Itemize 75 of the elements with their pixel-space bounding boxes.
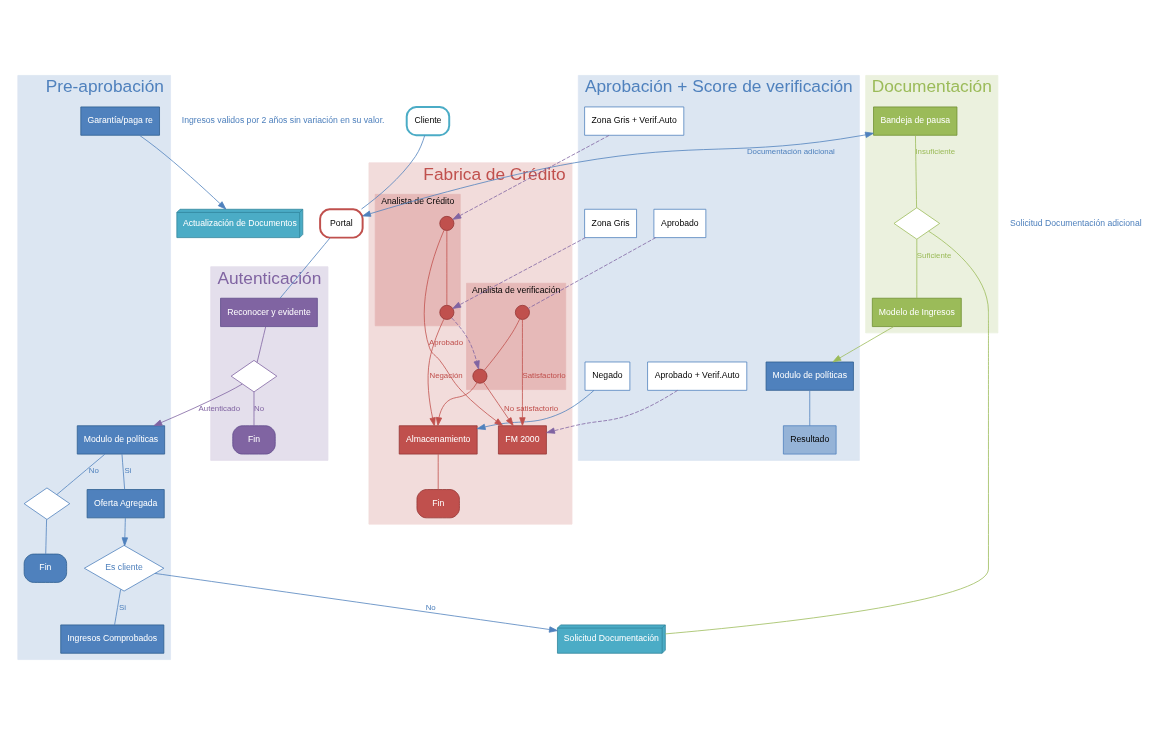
node-box: Fin (416, 488, 460, 518)
node-circle (514, 304, 530, 320)
connector (253, 391, 255, 426)
connector (809, 389, 811, 426)
connector (56, 453, 106, 495)
connector (114, 588, 121, 625)
arrow (483, 381, 514, 426)
edge-label: Negación (429, 370, 463, 380)
arrow (832, 325, 894, 362)
connector (361, 134, 426, 209)
node-box: Reconocer y evidente (220, 297, 318, 327)
arrow (451, 317, 480, 369)
node-diamond (893, 206, 941, 240)
arrow (435, 381, 478, 426)
node-box: Resultado (783, 424, 837, 454)
node-box: Almacenamiento (398, 424, 478, 454)
arrow (546, 389, 678, 434)
node-diamond: Es cliente (83, 544, 165, 591)
label: Solicitud Documentación adicional (1010, 217, 1142, 228)
connector (437, 453, 439, 490)
connector (916, 238, 918, 299)
connector (256, 325, 267, 363)
connector (528, 236, 656, 309)
node-box: Modelo de Ingresos (871, 297, 962, 327)
node-box: Aprobado (653, 208, 707, 238)
node-box: Cliente (405, 105, 451, 136)
edge-label: Documentación adicional (746, 146, 835, 156)
edge-label: Satisfactorio (522, 370, 566, 380)
arrow (423, 229, 504, 426)
node-box: Bandeja de pausa (873, 106, 958, 136)
connector (121, 453, 126, 490)
node-box: Ingresos Comprobados (60, 624, 165, 654)
node-box: Zona Gris (584, 208, 637, 238)
node-box: Fin (23, 553, 68, 583)
connector (665, 230, 989, 634)
edge-label: No (88, 465, 99, 475)
arrow (519, 318, 526, 426)
node-circle (439, 215, 455, 231)
label: Ingresos validos por 2 años sin variación en su valor. (181, 114, 385, 125)
edge-label: Aprobado (429, 337, 464, 347)
edge-label: Autenticado (198, 403, 241, 413)
node-circle (472, 368, 488, 384)
arrow (452, 134, 610, 220)
node-box: FM 2000 (498, 424, 547, 454)
connector (279, 237, 331, 298)
node-box: Fin (232, 424, 276, 454)
arrow (139, 134, 227, 209)
node-box: Zona Gris + Verif.Auto (584, 106, 685, 136)
arrow (452, 236, 586, 309)
connector (915, 134, 917, 208)
node-box: Garantía/paga re (80, 106, 160, 136)
node-diamond (23, 487, 71, 520)
node-box: Negado (584, 361, 631, 391)
arrow (153, 383, 243, 426)
connector (483, 318, 521, 371)
arrow (476, 389, 595, 430)
arrow (154, 572, 558, 633)
edge-label: Si (124, 465, 132, 475)
edge-label: Suficiente (916, 250, 952, 260)
edge-label: No (254, 403, 265, 413)
edge-label: Si (119, 602, 127, 612)
node-box: Portal (319, 207, 364, 239)
connector (446, 229, 448, 306)
edge-label: Insuficiente (915, 146, 956, 156)
arrow (362, 131, 874, 217)
node-box: Modulo de políticas (765, 361, 854, 391)
node-circle (439, 304, 455, 320)
node-diamond (230, 359, 278, 392)
edge-label: No (425, 602, 436, 612)
arrow (427, 318, 445, 426)
node-box: Aprobado + Verif.Auto (647, 361, 748, 391)
arrow (121, 517, 128, 546)
connector (45, 518, 47, 554)
node-box: Modulo de políticas (76, 424, 166, 454)
node-box: Oferta Agregada (86, 488, 165, 518)
